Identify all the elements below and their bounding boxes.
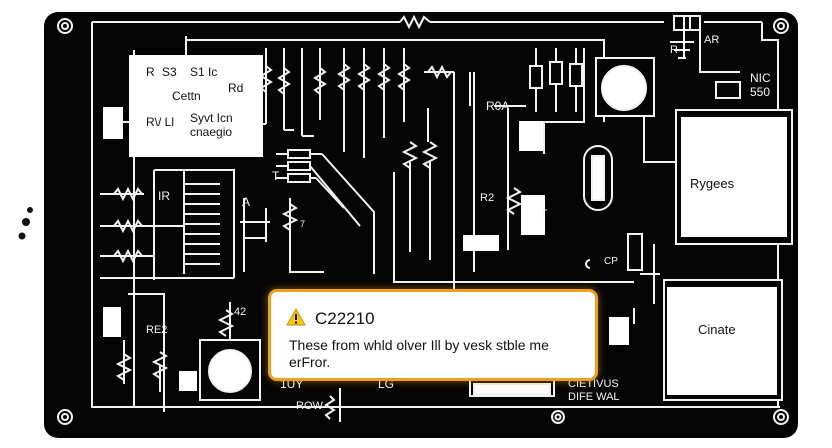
label-t-left: T — [272, 169, 280, 183]
label-cp: CP — [604, 256, 618, 267]
label-550: 550 — [750, 85, 771, 99]
label-1uy: 1UY — [280, 377, 304, 391]
label-re2: RE2 — [146, 324, 168, 336]
label-ir: IR — [158, 189, 170, 203]
note-line2-a: Cettn — [172, 89, 201, 103]
label-42: 42 — [234, 306, 247, 318]
label-r2: R2 — [480, 192, 495, 204]
note-line4: cnaegio — [190, 125, 233, 139]
label-r2-under: 7 — [300, 219, 306, 229]
label-r-top: R — [670, 44, 678, 56]
label-cietivus: CIETIVUS — [568, 378, 619, 390]
dialog-message: These from whld olver Ill by vesk stble … — [289, 337, 549, 370]
side-indicator-dots — [18, 207, 33, 240]
label-r0a: R0A — [486, 99, 510, 113]
label-row: ROW — [296, 400, 323, 412]
label-nic: NIC — [750, 71, 771, 85]
circuit-schematic — [57, 14, 793, 425]
note-line1-b: S3 — [162, 65, 177, 79]
circuit-board: R AR NIC 550 R S3 S1 Ic Cettn Rd R\/ Ll … — [44, 12, 798, 438]
label-cinate: Cinate — [698, 322, 736, 337]
note-line2-b: Rd — [228, 81, 244, 95]
dialog-title: C22210 — [315, 309, 375, 328]
label-t-right: T — [540, 207, 548, 221]
label-a: A — [242, 195, 251, 209]
note-line1-c: S1 Ic — [190, 65, 218, 79]
note-line3-b: Syvt Icn — [190, 111, 233, 125]
label-rygees: Rygees — [690, 176, 735, 191]
note-line3-a: R\/ Ll — [146, 115, 175, 129]
label-lg: LG — [378, 377, 395, 391]
label-ar-top: AR — [704, 34, 720, 46]
error-dialog[interactable]: C22210 These from whld olver Ill by vesk… — [268, 289, 598, 381]
note-line1-a: R — [146, 65, 155, 79]
warning-triangle-icon — [286, 308, 306, 326]
label-dife-wal: DIFE WAL — [568, 391, 620, 403]
